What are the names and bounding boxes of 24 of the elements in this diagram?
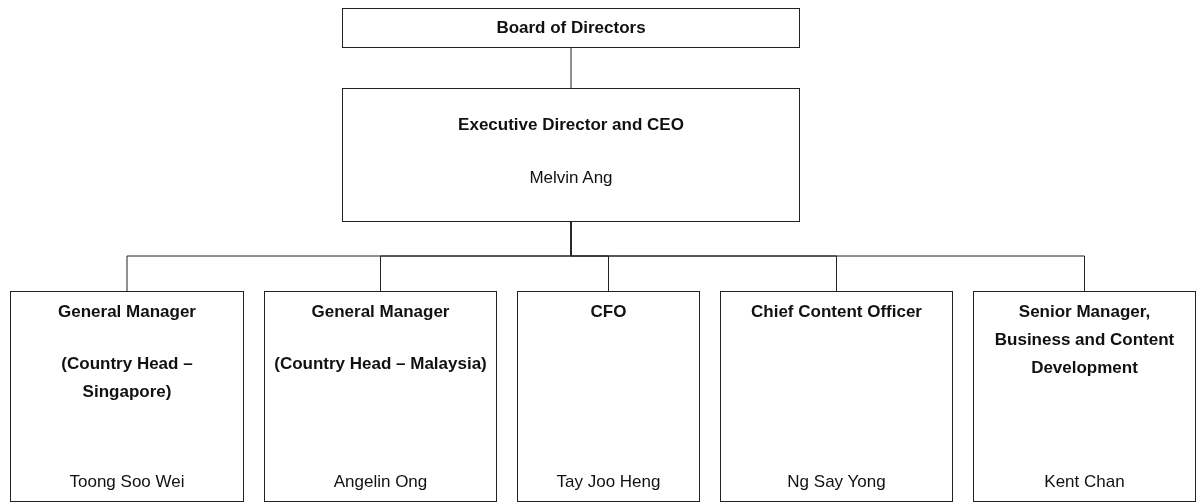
role-title: General Manager bbox=[58, 301, 196, 323]
role-title: (Country Head – Malaysia) bbox=[274, 353, 487, 375]
role-title: (Country Head – Singapore) bbox=[60, 353, 194, 403]
role-title: General Manager bbox=[311, 301, 450, 323]
person-name: Ng Say Yong bbox=[787, 471, 886, 493]
role-title: Senior Manager, Business and Content Development bbox=[993, 301, 1176, 379]
role-title: CFO bbox=[590, 301, 627, 323]
org-box bbox=[10, 291, 244, 502]
connector-line bbox=[570, 47, 572, 89]
person-name: Tay Joo Heng bbox=[556, 471, 661, 493]
person-name: Kent Chan bbox=[1044, 471, 1125, 493]
org-box bbox=[342, 8, 800, 48]
connector-line bbox=[570, 221, 1085, 292]
role-title: Chief Content Officer bbox=[751, 301, 922, 323]
org-box bbox=[264, 291, 497, 502]
person-name: Angelin Ong bbox=[333, 471, 428, 493]
person-name: Toong Soo Wei bbox=[69, 471, 185, 493]
org-box bbox=[517, 291, 700, 502]
role-title: Board of Directors bbox=[496, 17, 646, 39]
org-box bbox=[973, 291, 1196, 502]
org-box bbox=[720, 291, 953, 502]
person-name: Melvin Ang bbox=[529, 167, 613, 189]
role-title: Executive Director and CEO bbox=[458, 114, 684, 136]
org-box bbox=[342, 88, 800, 222]
